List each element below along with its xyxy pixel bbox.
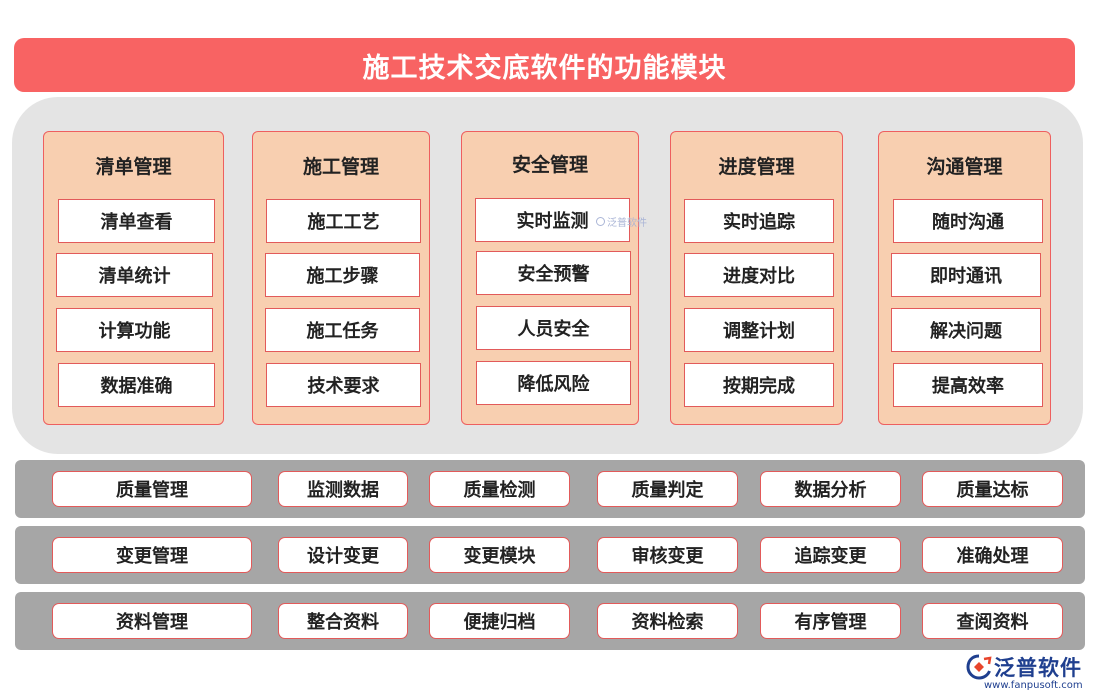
module-item: 解决问题: [891, 308, 1041, 352]
module-title: 施工管理: [302, 156, 379, 178]
row-item: 准确处理: [922, 537, 1063, 573]
row-item: 设计变更: [278, 537, 408, 573]
module-title: 清单管理: [95, 156, 172, 178]
module-item: 施工任务: [265, 308, 420, 352]
module-item: 技术要求: [266, 363, 421, 407]
fanpu-logo-icon: [966, 654, 992, 680]
module-title: 进度管理: [718, 156, 795, 178]
row-panel-quality: 质量管理 监测数据 质量检测 质量判定 数据分析 质量达标: [15, 460, 1085, 518]
row-item-head: 质量管理: [52, 471, 252, 507]
row-item: 整合资料: [278, 603, 408, 639]
row-item: 质量检测: [429, 471, 570, 507]
module-card-anquan: 安全管理 实时监测 安全预警 人员安全 降低风险: [461, 131, 639, 425]
module-item: 进度对比: [684, 253, 834, 297]
module-item: 计算功能: [56, 308, 213, 352]
row-item: 质量判定: [597, 471, 738, 507]
module-item: 清单查看: [58, 199, 215, 243]
module-item: 调整计划: [684, 308, 834, 352]
module-item: 按期完成: [684, 363, 834, 407]
fanpu-logo: 泛普软件 www.fanpusoft.com: [962, 652, 1092, 696]
diagram-title: 施工技术交底软件的功能模块: [14, 38, 1075, 92]
row-item: 追踪变更: [760, 537, 901, 573]
row-item: 数据分析: [760, 471, 901, 507]
module-card-shigong: 施工管理 施工工艺 施工步骤 施工任务 技术要求: [252, 131, 430, 425]
module-item: 施工工艺: [266, 199, 421, 243]
row-panel-documents: 资料管理 整合资料 便捷归档 资料检索 有序管理 查阅资料: [15, 592, 1085, 650]
module-item: 数据准确: [58, 363, 215, 407]
module-card-jindu: 进度管理 实时追踪 进度对比 调整计划 按期完成: [670, 131, 843, 425]
watermark: 泛普软件: [596, 214, 647, 229]
module-title: 安全管理: [511, 154, 588, 176]
row-item: 质量达标: [922, 471, 1063, 507]
row-item: 便捷归档: [429, 603, 570, 639]
logo-name: 泛普软件: [994, 656, 1082, 680]
module-item: 安全预警: [476, 251, 631, 295]
row-item-head: 变更管理: [52, 537, 252, 573]
logo-url: www.fanpusoft.com: [984, 680, 1083, 691]
module-item: 人员安全: [476, 306, 631, 350]
module-card-goutong: 沟通管理 随时沟通 即时通讯 解决问题 提高效率: [878, 131, 1051, 425]
row-item: 监测数据: [278, 471, 408, 507]
watermark-icon: [596, 217, 605, 226]
row-panel-change: 变更管理 设计变更 变更模块 审核变更 追踪变更 准确处理: [15, 526, 1085, 584]
module-item: 即时通讯: [891, 253, 1041, 297]
module-item: 随时沟通: [893, 199, 1043, 243]
row-item: 变更模块: [429, 537, 570, 573]
module-item: 清单统计: [56, 253, 213, 297]
module-card-qingdan: 清单管理 清单查看 清单统计 计算功能 数据准确: [43, 131, 224, 425]
module-item: 施工步骤: [265, 253, 420, 297]
row-item: 查阅资料: [922, 603, 1063, 639]
watermark-text: 泛普软件: [607, 218, 647, 229]
row-item: 有序管理: [760, 603, 901, 639]
module-item: 提高效率: [893, 363, 1043, 407]
row-item: 资料检索: [597, 603, 738, 639]
row-item: 审核变更: [597, 537, 738, 573]
module-item: 降低风险: [476, 361, 631, 405]
module-item: 实时追踪: [684, 199, 834, 243]
module-title: 沟通管理: [926, 156, 1003, 178]
row-item-head: 资料管理: [52, 603, 252, 639]
